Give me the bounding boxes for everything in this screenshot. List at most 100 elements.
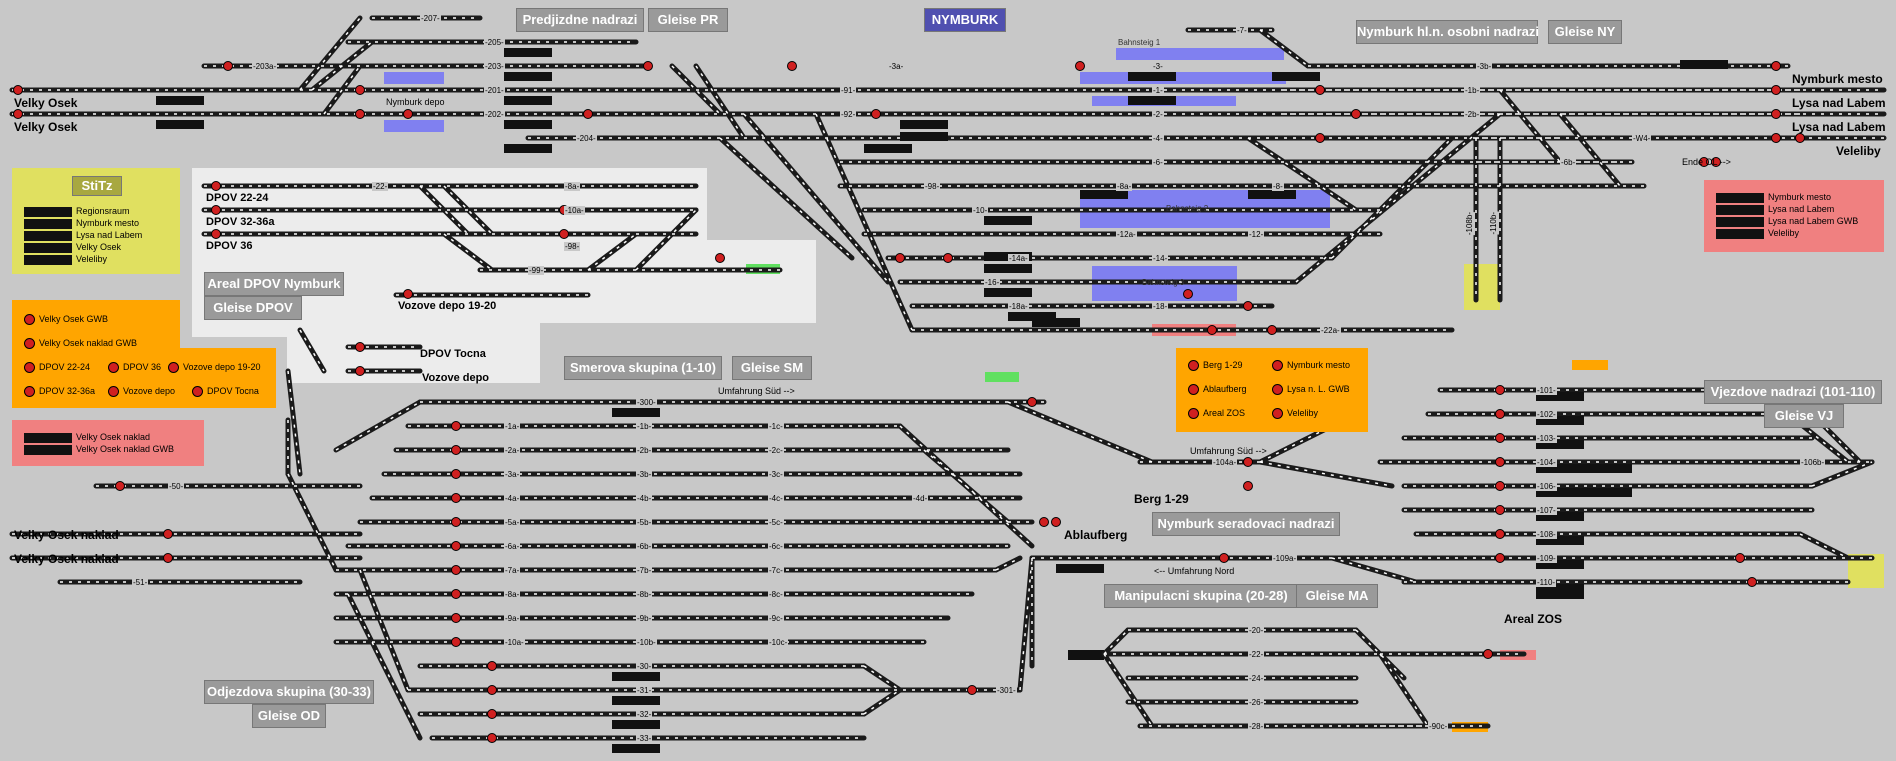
track-label[interactable]: -9c- <box>768 614 784 623</box>
signal-icon[interactable] <box>1771 85 1781 95</box>
track-occupancy-block[interactable] <box>504 48 552 57</box>
track-occupancy-block[interactable] <box>900 120 948 129</box>
track-label[interactable]: -6a- <box>504 542 521 551</box>
track-segment[interactable] <box>1257 459 1395 489</box>
track-label[interactable]: -10a- <box>564 206 585 215</box>
track-label[interactable]: -90c- <box>1428 722 1449 731</box>
track-occupancy-block[interactable] <box>1536 488 1584 497</box>
signal-icon[interactable] <box>403 109 413 119</box>
track-label[interactable]: -22- <box>1248 650 1265 659</box>
signal-icon[interactable] <box>451 445 461 455</box>
track-label[interactable]: -201- <box>484 86 505 95</box>
legend-block-row[interactable]: Velky Osek naklad GWB <box>24 444 174 455</box>
track-label[interactable]: -300- <box>636 398 657 407</box>
track-occupancy-block[interactable] <box>1248 190 1296 199</box>
track-label[interactable]: -203a- <box>252 62 278 71</box>
signal-icon[interactable] <box>115 481 125 491</box>
track-label[interactable]: -24- <box>1248 674 1265 683</box>
track-label[interactable]: -5c- <box>768 518 784 527</box>
track-occupancy-block[interactable] <box>612 696 660 705</box>
track-label[interactable]: -8a- <box>564 182 581 191</box>
signal-icon[interactable] <box>355 342 365 352</box>
signal-icon[interactable] <box>1051 517 1061 527</box>
header-vjezdove[interactable]: Vjezdove nadrazi (101-110) <box>1704 380 1882 404</box>
track-occupancy-block[interactable] <box>504 96 552 105</box>
signal-icon[interactable] <box>1795 133 1805 143</box>
track-label[interactable]: -6b- <box>636 542 653 551</box>
header-gleise-sm[interactable]: Gleise SM <box>732 356 812 380</box>
track-occupancy-block[interactable] <box>1536 560 1584 569</box>
track-occupancy-block[interactable] <box>1536 512 1584 521</box>
signal-icon[interactable] <box>943 253 953 263</box>
track-label[interactable]: -6c- <box>768 542 784 551</box>
track-label[interactable]: -2b- <box>1464 110 1481 119</box>
track-label[interactable]: -102- <box>1536 410 1557 419</box>
signal-icon[interactable] <box>559 229 569 239</box>
track-label[interactable]: -8- <box>1272 182 1284 191</box>
track-occupancy-block[interactable] <box>1536 464 1584 473</box>
track-label[interactable]: -51- <box>132 578 149 587</box>
signal-icon[interactable] <box>1219 553 1229 563</box>
track-label[interactable]: -3a- <box>504 470 521 479</box>
track-occupancy-block[interactable] <box>612 408 660 417</box>
legend-block-row[interactable]: Lysa nad Labem <box>1716 204 1834 215</box>
track-label[interactable]: -2- <box>1152 110 1164 119</box>
track-label[interactable]: -92- <box>840 110 857 119</box>
track-label[interactable]: -106- <box>1536 482 1557 491</box>
legend-block-row[interactable]: Veleliby <box>1716 228 1799 239</box>
header-nymburk[interactable]: NYMBURK <box>924 8 1006 32</box>
legend-signal-row[interactable]: Lysa n. L. GWB <box>1272 384 1350 396</box>
track-label[interactable]: -22- <box>372 182 389 191</box>
signal-icon[interactable] <box>1495 553 1505 563</box>
track-label[interactable]: -99- <box>528 266 545 275</box>
signal-icon[interactable] <box>403 289 413 299</box>
signal-icon[interactable] <box>1495 481 1505 491</box>
track-occupancy-block[interactable] <box>1128 96 1176 105</box>
signal-icon[interactable] <box>1771 133 1781 143</box>
track-label[interactable]: -8b- <box>636 590 653 599</box>
signal-icon[interactable] <box>1039 517 1049 527</box>
stitz-row[interactable]: Velky Osek <box>24 242 121 253</box>
track-occupancy-block[interactable] <box>1032 318 1080 327</box>
signal-icon[interactable] <box>1483 649 1493 659</box>
signal-icon[interactable] <box>355 85 365 95</box>
track-label[interactable]: -10b- <box>636 638 657 647</box>
track-occupancy-block[interactable] <box>1536 590 1584 599</box>
signal-icon[interactable] <box>487 733 497 743</box>
track-label[interactable]: -30- <box>636 662 653 671</box>
track-segment[interactable] <box>1293 111 1503 285</box>
track-label[interactable]: -98- <box>924 182 941 191</box>
signal-icon[interactable] <box>1267 325 1277 335</box>
track-occupancy-block[interactable] <box>1584 488 1632 497</box>
header-gleise-ma[interactable]: Gleise MA <box>1296 584 1378 608</box>
track-label[interactable]: -107- <box>1536 506 1557 515</box>
track-occupancy-block[interactable] <box>984 264 1032 273</box>
track-label[interactable]: -6b- <box>1560 158 1577 167</box>
signal-icon[interactable] <box>223 61 233 71</box>
signal-icon[interactable] <box>1495 409 1505 419</box>
track-occupancy-block[interactable] <box>612 720 660 729</box>
track-label[interactable]: -106b- <box>1800 458 1826 467</box>
track-label[interactable]: -2b- <box>636 446 653 455</box>
track-label[interactable]: -98- <box>564 242 581 251</box>
track-segment[interactable] <box>1797 531 1851 561</box>
track-label[interactable]: -7c- <box>768 566 784 575</box>
track-segment[interactable] <box>333 399 423 453</box>
signal-icon[interactable] <box>1771 109 1781 119</box>
track-label[interactable]: -1a- <box>504 422 521 431</box>
track-label[interactable]: -101- <box>1536 386 1557 395</box>
track-label[interactable]: -22a- <box>1320 326 1341 335</box>
track-label[interactable]: -203- <box>484 62 505 71</box>
stitz-row[interactable]: Nymburk mesto <box>24 218 139 229</box>
track-label[interactable]: -1b- <box>1464 86 1481 95</box>
track-label[interactable]: -4a- <box>504 494 521 503</box>
signal-icon[interactable] <box>451 613 461 623</box>
signal-icon[interactable] <box>895 253 905 263</box>
track-label[interactable]: -4c- <box>768 494 784 503</box>
header-gleise-ny[interactable]: Gleise NY <box>1548 20 1622 44</box>
track-label[interactable]: -4- <box>1152 134 1164 143</box>
track-occupancy-block[interactable] <box>900 132 948 141</box>
track-label[interactable]: -109- <box>1536 554 1557 563</box>
signal-icon[interactable] <box>1027 397 1037 407</box>
signal-icon[interactable] <box>451 493 461 503</box>
